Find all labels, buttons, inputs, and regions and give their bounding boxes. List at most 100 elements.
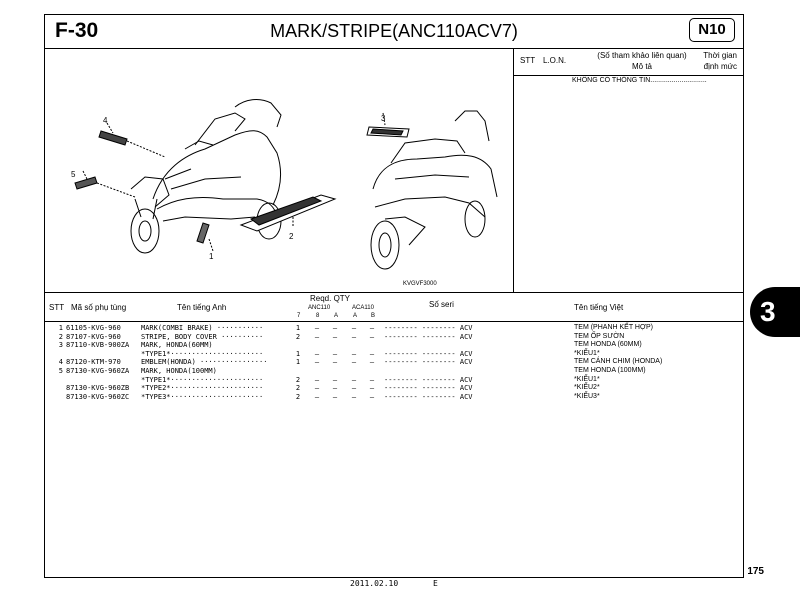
header-part-number: Mã số phụ tùng bbox=[71, 303, 127, 312]
row-name-english: *TYPE1*······················ bbox=[141, 375, 264, 384]
info-col-stt: STT bbox=[520, 56, 536, 65]
info-panel: STT L.O.N. (Số tham khảo liên quan) Mô t… bbox=[514, 49, 743, 292]
row-name-english: MARK(COMBI BRAKE) ··········· bbox=[141, 324, 264, 332]
row-qty-b: – bbox=[369, 332, 375, 341]
row-name-english: STRIPE, BODY COVER ·········· bbox=[141, 332, 264, 341]
row-name-vietnamese: *KIỂU3* bbox=[574, 392, 600, 400]
row-serial: -------- -------- ACV bbox=[384, 358, 473, 367]
table-row: 5 87130-KVG-960ZA MARK, HONDA(100MM) TEM… bbox=[45, 367, 743, 376]
header-qty-8: 8 bbox=[316, 313, 320, 319]
row-name-english: MARK, HONDA(60MM) bbox=[141, 341, 213, 350]
emblem-decal-part-4 bbox=[98, 130, 128, 146]
row-serial: -------- -------- ACV bbox=[384, 332, 473, 341]
row-part-number: 87107-KVG-960 bbox=[66, 332, 121, 341]
row-serial: -------- -------- ACV bbox=[384, 392, 473, 401]
no-info-text: KHÔNG CÓ THÔNG TIN......................… bbox=[572, 77, 707, 84]
row-stt: 1 bbox=[58, 324, 63, 332]
row-qty-b: – bbox=[369, 349, 375, 358]
table-row: 4 87120-KTM-970 EMBLEM(HONDA) ··········… bbox=[45, 358, 743, 367]
row-part-number: 87130-KVG-960ZA bbox=[66, 366, 130, 375]
row-qty-7: 1 bbox=[295, 349, 301, 358]
row-qty-a2: – bbox=[351, 384, 357, 393]
callout-5: 5 bbox=[71, 170, 76, 179]
row-stt: 2 bbox=[58, 332, 63, 341]
header-serial: Số seri bbox=[429, 300, 454, 309]
row-qty-b: – bbox=[369, 358, 375, 367]
row-qty-7: 2 bbox=[295, 375, 301, 384]
row-stt: 5 bbox=[58, 366, 63, 375]
row-qty-b: – bbox=[369, 375, 375, 384]
diagram-code: KVGVF3000 bbox=[403, 281, 437, 287]
page-header: F-30 MARK/STRIPE(ANC110ACV7) N10 bbox=[45, 15, 743, 49]
table-row: 87130-KVG-960ZB *TYPE2*·················… bbox=[45, 384, 743, 393]
row-qty-b: – bbox=[369, 324, 375, 332]
edition-code: E bbox=[433, 579, 438, 588]
table-row: 3 87110-KVB-900ZA MARK, HONDA(60MM) TEM … bbox=[45, 341, 743, 350]
table-row: *TYPE1*······················ 2 – – – – … bbox=[45, 376, 743, 385]
row-name-vietnamese: TEM HONDA (100MM) bbox=[574, 366, 646, 374]
row-part-number: 87110-KVB-900ZA bbox=[66, 341, 130, 350]
callout-3: 3 bbox=[381, 114, 386, 123]
table-row: 87130-KVG-960ZC *TYPE3*·················… bbox=[45, 393, 743, 402]
row-qty-8: – bbox=[314, 384, 320, 393]
callout-4: 4 bbox=[103, 116, 108, 125]
row-part-number: 87120-KTM-970 bbox=[66, 358, 121, 367]
row-qty-a1: – bbox=[332, 375, 338, 384]
row-stt: 3 bbox=[58, 341, 63, 350]
row-qty-b: – bbox=[369, 392, 375, 401]
info-col-time-norm: định mức bbox=[703, 62, 737, 71]
row-part-number: 87130-KVG-960ZB bbox=[66, 384, 130, 393]
row-qty-a1: – bbox=[332, 332, 338, 341]
table-row: 2 87107-KVG-960 STRIPE, BODY COVER ·····… bbox=[45, 333, 743, 342]
row-part-number: 61105-KVG-960 bbox=[66, 324, 121, 332]
row-name-english: MARK, HONDA(100MM) bbox=[141, 366, 217, 375]
scooter-illustration: 1 2 3 4 5 bbox=[71, 99, 498, 270]
row-name-vietnamese: TEM CÁNH CHIM (HONDA) bbox=[574, 358, 663, 366]
header-qty-b: B bbox=[371, 313, 376, 319]
row-qty-a2: – bbox=[351, 324, 357, 332]
row-qty-7: 2 bbox=[295, 392, 301, 401]
print-date: 2011.02.10 bbox=[350, 579, 399, 588]
header-anc110: ANC110 bbox=[308, 305, 331, 311]
row-qty-8: – bbox=[314, 358, 320, 367]
row-qty-8: – bbox=[314, 375, 320, 384]
header-qty-a2: A bbox=[353, 313, 358, 319]
rear-wheel-right-view bbox=[370, 220, 400, 270]
info-col-description: Mô tả bbox=[631, 62, 652, 71]
row-name-english: EMBLEM(HONDA) ················ bbox=[141, 358, 268, 367]
row-qty-a1: – bbox=[332, 384, 338, 393]
row-qty-7: 1 bbox=[295, 324, 301, 332]
row-qty-a2: – bbox=[351, 349, 357, 358]
combi-brake-mark-part-1 bbox=[196, 222, 210, 244]
row-stt: 4 bbox=[58, 358, 63, 367]
row-qty-8: – bbox=[314, 349, 320, 358]
row-qty-7: 2 bbox=[295, 384, 301, 393]
header-qty-a1: A bbox=[334, 313, 339, 319]
row-name-vietnamese: *KIỂU2* bbox=[574, 384, 600, 392]
info-panel-header: STT L.O.N. (Số tham khảo liên quan) Mô t… bbox=[514, 49, 743, 76]
page-title: MARK/STRIPE(ANC110ACV7) bbox=[270, 21, 518, 41]
catalog-page-frame: F-30 MARK/STRIPE(ANC110ACV7) N10 bbox=[44, 14, 744, 578]
front-wheel-right-view bbox=[464, 200, 486, 238]
section-code: F-30 bbox=[55, 19, 99, 42]
row-name-vietnamese: TEM ỐP SƯỜN bbox=[574, 332, 625, 340]
model-code-badge: N10 bbox=[689, 18, 735, 42]
row-serial: -------- -------- ACV bbox=[384, 324, 473, 332]
row-name-english: *TYPE2*······················ bbox=[141, 384, 264, 393]
row-serial: -------- -------- ACV bbox=[384, 384, 473, 393]
info-col-lon: L.O.N. bbox=[543, 56, 567, 65]
row-qty-a2: – bbox=[351, 358, 357, 367]
table-row: *TYPE1*······················ 1 – – – – … bbox=[45, 350, 743, 359]
header-stt: STT bbox=[49, 303, 65, 312]
row-name-english: *TYPE3*······················ bbox=[141, 392, 264, 401]
row-serial: -------- -------- ACV bbox=[384, 349, 473, 358]
info-col-reference: (Số tham khảo liên quan) bbox=[597, 51, 687, 60]
row-qty-a1: – bbox=[332, 324, 338, 332]
row-qty-a1: – bbox=[332, 392, 338, 401]
row-qty-8: – bbox=[314, 392, 320, 401]
chapter-tab: 3 bbox=[750, 287, 800, 337]
row-qty-a2: – bbox=[351, 392, 357, 401]
row-part-number: 87130-KVG-960ZC bbox=[66, 392, 130, 401]
table-row: 1 61105-KVG-960 MARK(COMBI BRAKE) ······… bbox=[45, 324, 743, 333]
info-col-time: Thời gian bbox=[703, 51, 737, 60]
